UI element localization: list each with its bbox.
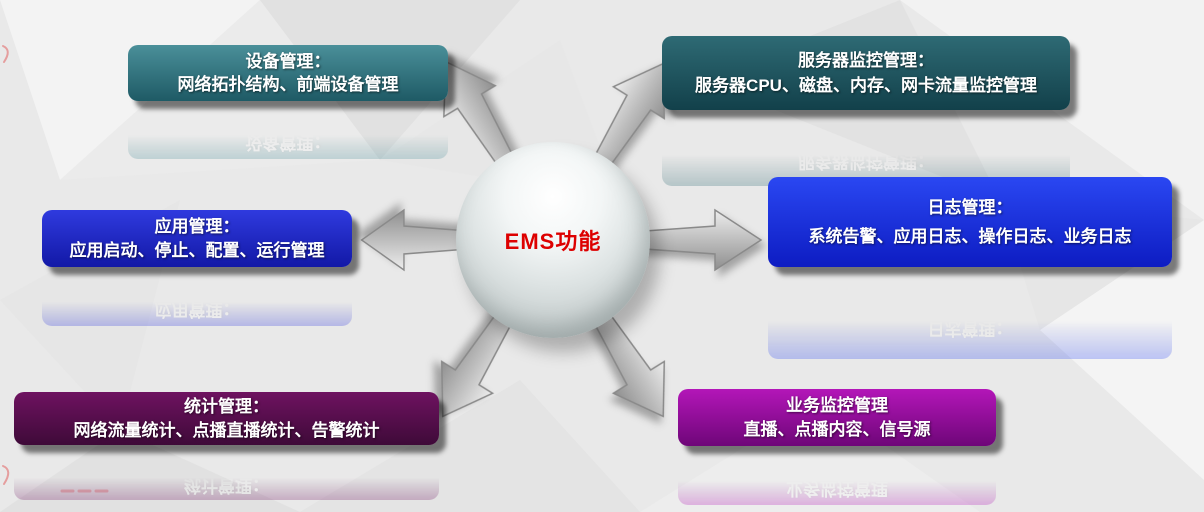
- log-management-box: 日志管理： 系统告警、应用日志、操作日志、业务日志: [768, 177, 1172, 267]
- red-pen-marks: [2, 45, 109, 493]
- statistics-management-body: 网络流量统计、点播直播统计、告警统计: [73, 420, 380, 440]
- statistics-management-title: 统计管理：: [184, 397, 269, 417]
- server-monitoring-box: 服务器监控管理： 服务器CPU、磁盘、内存、网卡流量监控管理: [662, 36, 1070, 110]
- server-monitoring-body: 服务器CPU、磁盘、内存、网卡流量监控管理: [695, 76, 1037, 95]
- business-monitoring-box: 业务监控管理 直播、点播内容、信号源: [678, 389, 996, 446]
- device-management-box: 设备管理： 网络拓扑结构、前端设备管理: [128, 45, 448, 101]
- device-management-body: 网络拓扑结构、前端设备管理: [177, 75, 399, 94]
- application-management-box: 应用管理： 应用启动、停止、配置、运行管理: [42, 210, 352, 267]
- center-sphere-label: EMS功能: [504, 229, 602, 254]
- server-monitoring-title: 服务器监控管理：: [798, 50, 934, 70]
- business-monitoring-title: 业务监控管理: [786, 396, 888, 416]
- device-management-title: 设备管理：: [245, 51, 331, 71]
- application-management-title: 应用管理：: [154, 217, 240, 237]
- log-management-title: 日志管理：: [927, 198, 1013, 218]
- statistics-management-box: 统计管理： 网络流量统计、点播直播统计、告警统计: [14, 392, 439, 445]
- application-management-body: 应用启动、停止、配置、运行管理: [69, 240, 325, 260]
- arrow-right: [630, 209, 762, 271]
- log-management-body: 系统告警、应用日志、操作日志、业务日志: [808, 226, 1132, 246]
- business-monitoring-body: 直播、点播内容、信号源: [743, 419, 931, 439]
- ems-center-sphere: EMS功能: [456, 142, 650, 338]
